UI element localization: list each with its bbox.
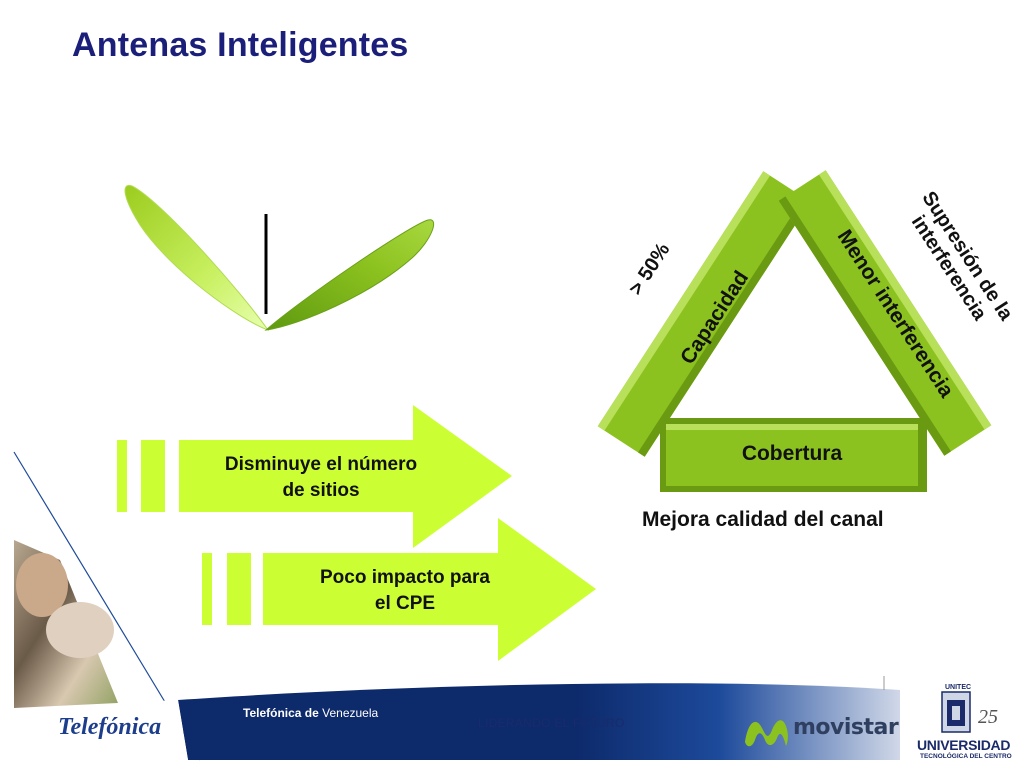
footer-brand-regular: Venezuela bbox=[318, 706, 379, 720]
antenna-pattern-diagram bbox=[124, 185, 434, 332]
slide-title: Antenas Inteligentes bbox=[72, 26, 409, 64]
triangle-diagram bbox=[597, 170, 992, 492]
telefonica-logo: Telefónica bbox=[58, 714, 162, 740]
university-shield-icon bbox=[941, 691, 971, 733]
arrow-1-line-2: de sitios bbox=[282, 480, 360, 501]
footer-brand: Telefónica de Venezuela bbox=[243, 706, 378, 720]
decorative-photo bbox=[13, 451, 201, 761]
triangle-base-label: Cobertura bbox=[741, 442, 843, 465]
footer-band bbox=[14, 676, 900, 760]
unitec-label: UNITEC bbox=[945, 684, 972, 691]
university-name: UNIVERSIDAD bbox=[917, 737, 1011, 753]
movistar-wordmark: movistar bbox=[793, 715, 899, 740]
anniversary-mark: 25 bbox=[978, 706, 998, 728]
university-subtitle: TECNOLÓGICA DEL CENTRO bbox=[920, 753, 1012, 760]
arrow-low-cpe-impact bbox=[202, 518, 596, 661]
arrow-2-text: Poco impacto para el CPE bbox=[264, 565, 546, 617]
footer-brand-bold: Telefónica de bbox=[243, 706, 319, 720]
arrow-1-line-1: Disminuye el número bbox=[224, 454, 418, 475]
arrow-decrease-sites bbox=[117, 405, 512, 548]
footer-slogan: LIDERANDO EL FUTURO bbox=[478, 716, 625, 730]
arrow-2-line-1: Poco impacto para bbox=[320, 567, 490, 588]
movistar-logo-icon bbox=[745, 720, 788, 747]
triangle-caption: Mejora calidad del canal bbox=[642, 508, 884, 531]
arrow-2-line-2: el CPE bbox=[374, 593, 436, 614]
arrow-1-text: Disminuye el número de sitios bbox=[180, 452, 462, 504]
